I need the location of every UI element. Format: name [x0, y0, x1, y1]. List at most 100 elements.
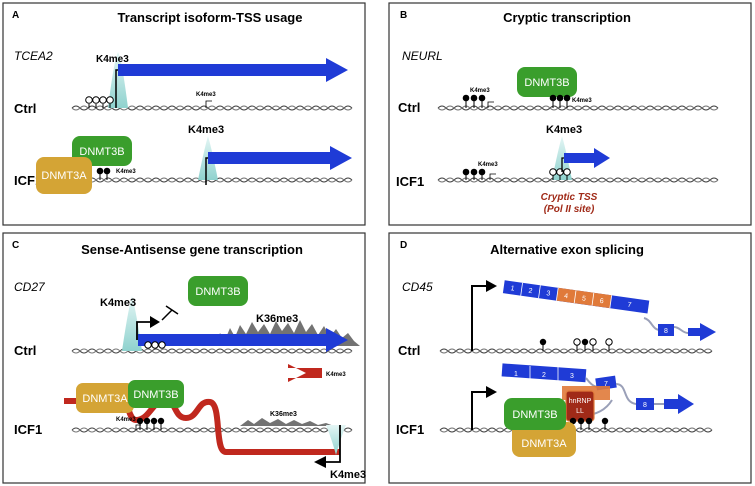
panel-d-icf1-exon-7: 7 — [604, 381, 608, 388]
panel-c-icf1-dnmt3b — [128, 380, 184, 408]
panel-b-ctrl-tss-arrow — [487, 101, 494, 108]
panel-b-icf1-k4me3: K4me3 — [546, 124, 582, 136]
panel-c-icf1-k4me3: K4me3 — [330, 469, 366, 481]
panel-a-icf1-methylated-cpgs — [96, 167, 111, 180]
panel-c-icf1-antisense-transcript — [64, 396, 340, 455]
panel-a-dnmt3a — [36, 157, 92, 194]
panel-b-ctrl-label: Ctrl — [398, 100, 420, 115]
panel-c-ctrl-unmethylated-cpgs — [144, 341, 166, 349]
panel-a-icf1-transcript — [208, 146, 352, 170]
panel-c-icf1-k36me3-track — [240, 418, 334, 426]
panel-a-icf1-k4me3-small: K4me3 — [116, 169, 136, 175]
panel-b-icf1-tss-arrow-small — [489, 173, 496, 180]
panel-d-dnmt3b-label: DNMT3B — [512, 409, 557, 421]
panel-b-dnmt3b — [517, 67, 577, 97]
panel-a-dnmt3a-label: DNMT3A — [41, 170, 87, 182]
panel-c-ctrl-antisense-transcript — [288, 364, 322, 382]
panel-a-gene: TCEA2 — [14, 49, 53, 63]
panel-b-ctrl-methylated-cpgs-left — [462, 94, 486, 108]
panel-c-ctrl-k36me3: K36me3 — [256, 313, 298, 325]
panel-a-border — [2, 2, 366, 226]
panel-c-icf1-methylated-cpgs — [136, 417, 165, 430]
panel-d-hnrnpll-label-2: LL — [576, 408, 584, 415]
panel-c-ctrl-dna — [71, 348, 353, 354]
panel-d-icf1-exon-3: 3 — [570, 373, 574, 380]
panel-b-icf1-label: ICF1 — [396, 174, 424, 189]
panel-b-cryptic-tss-label: Cryptic TSS — [541, 192, 598, 203]
panel-b-ctrl-dna — [437, 105, 719, 111]
panel-b-icf1-dna — [437, 177, 719, 183]
panel-b-icf1-methylated-cpgs — [462, 168, 486, 180]
panel-d-dnmt3a-label: DNMT3A — [521, 438, 567, 450]
panel-d-ctrl-exon-1: 1 — [510, 285, 515, 292]
panel-c-ctrl-transcript — [138, 328, 348, 352]
panel-d-ctrl-exon-2: 2 — [528, 288, 533, 295]
panel-d-ctrl-tss-arrowhead — [486, 280, 497, 292]
panel-c-dnmt3a — [76, 383, 134, 413]
panel-b-icf1-unmethylated-cpgs — [549, 168, 571, 180]
panel-d-ctrl-exon-8: 8 — [664, 328, 668, 335]
panel-d-icf1-exons: 1 2 3 7 8 — [501, 363, 694, 414]
panel-d-icf1-tss-arrowhead — [486, 386, 497, 398]
panel-a-ctrl-unmethylated-cpgs — [85, 96, 114, 108]
panel-d-gene: CD45 — [402, 280, 433, 294]
panel-c-border — [2, 232, 366, 484]
panel-b-ctrl-methylated-cpgs-right — [549, 94, 571, 108]
panel-c-icf1-peak — [326, 425, 346, 455]
panel-d-ctrl-transcript-arrow — [688, 323, 716, 341]
panel-a-dnmt3b-label: DNMT3B — [79, 146, 124, 158]
panel-c-icf1-k4me3-small: K4me3 — [116, 417, 136, 423]
panel-d-ctrl-exons: 1 2 3 4 5 6 7 — [502, 280, 650, 314]
panel-b-letter: B — [400, 10, 407, 21]
panel-c-icf1-small-tss-arrow — [135, 424, 141, 430]
panel-a-ctrl-alt-tss-arrow — [205, 100, 212, 108]
panel-c-letter: C — [12, 240, 19, 251]
panel-b-pol2-site-label: (Pol II site) — [544, 204, 595, 215]
panel-a-icf1-k4me3: K4me3 — [188, 124, 224, 136]
panel-b-icf1-k4me3-small: K4me3 — [478, 162, 498, 168]
panel-c-icf1-k36me3: K36me3 — [270, 411, 297, 418]
panel-d-icf1-exon-8: 8 — [643, 402, 647, 409]
panel-d-ctrl-exon-5: 5 — [581, 295, 586, 302]
panel-d-ctrl-tail-link — [673, 326, 689, 334]
panel-d-ctrl-label: Ctrl — [398, 343, 420, 358]
panel-d-icf1-label: ICF1 — [396, 422, 424, 437]
panel-a: A Transcript isoform-TSS usage TCEA2 Ctr… — [2, 2, 366, 226]
panel-c-icf1-dnmt3b-label: DNMT3B — [133, 389, 178, 401]
panel-d-ctrl-exon-3: 3 — [546, 290, 551, 297]
panel-d-icf1-tss-arrow — [471, 391, 486, 430]
panel-d-ctrl-exon-8-box — [658, 324, 674, 336]
panel-c-ctrl-label: Ctrl — [14, 343, 36, 358]
panel-d-hnrnpll-label-1: hnRNP — [569, 398, 592, 405]
panel-c: C Sense-Antisense gene transcription CD2… — [2, 232, 366, 484]
panel-d-letter: D — [400, 240, 407, 251]
panel-a-ctrl-k4me3-small: K4me3 — [196, 92, 216, 98]
panel-a-icf1-label: ICF1 — [14, 173, 42, 188]
panel-c-icf1-dna — [71, 427, 353, 433]
panel-d-ctrl-cpgs — [539, 338, 613, 351]
panel-b-icf1-cryptic-transcript — [564, 148, 610, 168]
panel-b: B Cryptic transcription NEURL Ctrl ICF1 … — [388, 2, 752, 226]
panel-d-dnmt3b — [504, 398, 566, 430]
panel-a-ctrl-transcript — [118, 58, 348, 82]
panel-b-border — [388, 2, 752, 226]
panel-a-ctrl-peak — [108, 52, 128, 108]
panel-d-title: Alternative exon splicing — [490, 242, 644, 257]
panel-a-ctrl-label: Ctrl — [14, 101, 36, 116]
panel-c-ctrl-k4me3: K4me3 — [100, 297, 136, 309]
panel-d-ctrl-intron-link — [643, 317, 661, 331]
panel-c-icf1-tss-arrow — [326, 425, 341, 463]
panel-d-border — [388, 232, 752, 484]
panel-c-ctrl-anti-k4me3: K4me3 — [326, 372, 346, 378]
panel-d-icf1-exon-1: 1 — [514, 371, 518, 378]
panel-c-icf1-label: ICF1 — [14, 422, 42, 437]
panel-a-ctrl-k4me3: K4me3 — [96, 54, 129, 65]
panel-b-title: Cryptic transcription — [503, 10, 631, 25]
panel-c-dnmt3b — [188, 276, 248, 306]
panel-c-ctrl-tss-arrow — [136, 321, 150, 340]
panel-c-dnmt3b-label: DNMT3B — [195, 286, 240, 298]
panel-d-ctrl-exon-6: 6 — [599, 298, 604, 305]
panel-d-ctrl-tss-arrow — [471, 285, 486, 351]
panel-a-title: Transcript isoform-TSS usage — [118, 10, 303, 25]
